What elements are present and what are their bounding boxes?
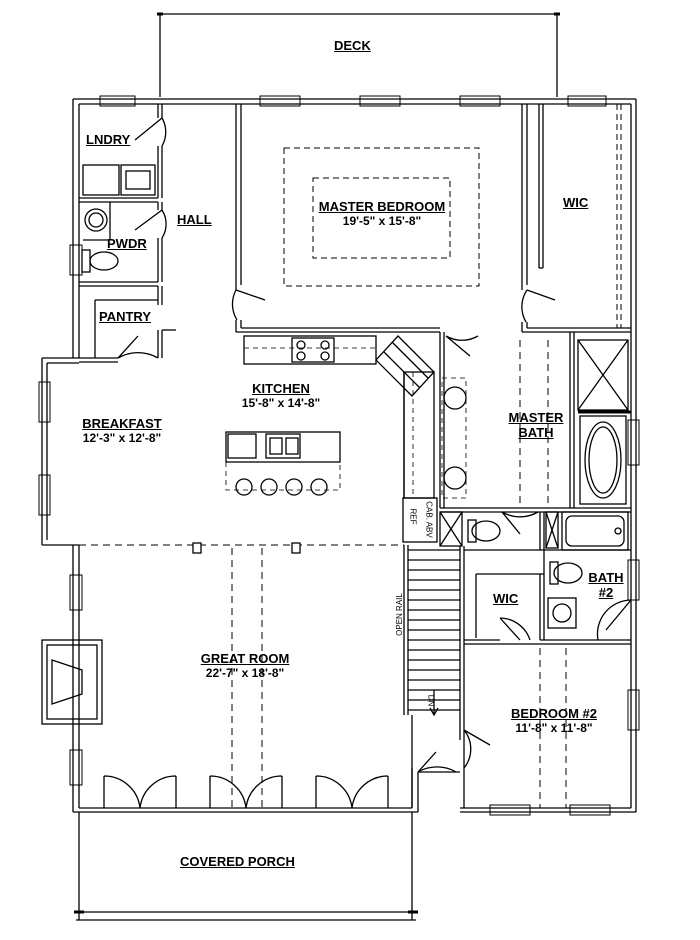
cabinet-label: CAB. ABV (424, 501, 434, 538)
column (192, 542, 202, 554)
great-room-name: GREAT ROOM (200, 651, 290, 666)
wic-bath2 (464, 549, 632, 808)
master-bath-line2: BATH (518, 425, 554, 440)
laundry-label: LNDRY (86, 132, 131, 147)
master-bath-line1: MASTER (508, 410, 564, 425)
kitchen (225, 335, 438, 543)
wic-master-label: WIC (563, 195, 589, 210)
deck-label: DECK (334, 38, 371, 53)
wic-bedroom2-label: WIC (493, 591, 519, 606)
bath2-line2: #2 (598, 585, 614, 600)
stair-down-label: DN (426, 694, 436, 707)
deck-outline (157, 12, 560, 97)
exterior-walls (41, 98, 637, 813)
covered-porch-outline (74, 812, 418, 921)
fireplace (41, 639, 103, 725)
hall-label: HALL (177, 212, 212, 227)
pantry (79, 286, 176, 363)
pantry-label: PANTRY (99, 309, 151, 324)
master-bedroom-label: MASTER BEDROOM 19'-5" x 15'-8" (312, 199, 452, 228)
kitchen-label: KITCHEN 15'-8" x 14'-8" (230, 381, 332, 410)
column (291, 542, 301, 554)
kitchen-size: 15'-8" x 14'-8" (241, 396, 321, 410)
bedroom2-label: BEDROOM #2 11'-8" x 11'-8" (504, 706, 604, 735)
french-doors (103, 775, 389, 809)
master-bedroom-name: MASTER BEDROOM (318, 199, 446, 214)
great-room-label: GREAT ROOM 22'-7" x 18'-8" (190, 651, 300, 680)
master-bath (439, 332, 631, 551)
breakfast-name: BREAKFAST (82, 416, 162, 431)
wic-master (538, 104, 622, 328)
bath2-line1: BATH (588, 570, 624, 585)
great-room-size: 22'-7" x 18'-8" (205, 666, 285, 680)
windows (38, 95, 640, 816)
interior-dashed (79, 544, 404, 808)
powder-label: PWDR (107, 236, 147, 251)
master-bedroom-size: 19'-5" x 15'-8" (342, 214, 422, 228)
master-bath-label: MASTER BATH (502, 410, 570, 440)
tray-ceiling (283, 147, 480, 287)
bedroom2-name: BEDROOM #2 (511, 706, 597, 721)
powder-room (79, 202, 167, 287)
refrigerator-label: REF (408, 508, 418, 525)
breakfast-label: BREAKFAST 12'-3" x 12'-8" (70, 416, 174, 445)
breakfast-size: 12'-3" x 12'-8" (82, 431, 162, 445)
kitchen-name: KITCHEN (252, 381, 310, 396)
laundry-room (79, 104, 167, 203)
stairs (403, 545, 491, 808)
master-bedroom-walls (231, 104, 631, 333)
covered-porch-label: COVERED PORCH (180, 854, 295, 869)
open-rail-label: OPEN RAIL (394, 593, 404, 636)
bath2-label: BATH #2 (584, 570, 628, 600)
bedroom2-size: 11'-8" x 11'-8" (515, 721, 593, 735)
